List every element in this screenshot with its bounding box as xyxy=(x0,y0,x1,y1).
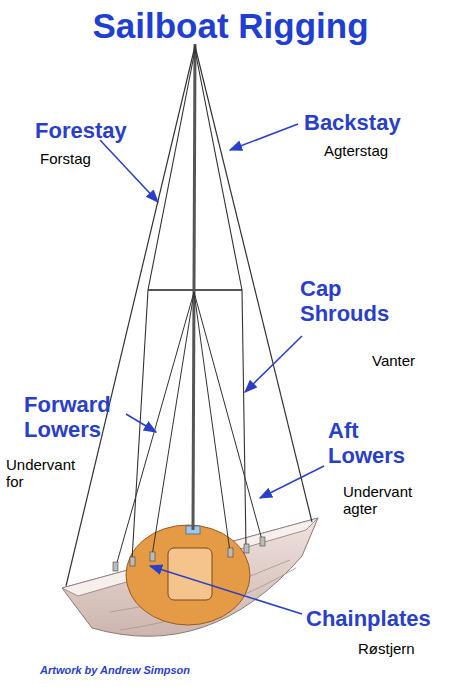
leader-arrow xyxy=(100,140,158,202)
part-name-translation: Agterstag xyxy=(324,142,388,159)
spreader xyxy=(148,289,242,291)
part-name-translation: Forstag xyxy=(40,150,91,167)
part-name: Aft Lowers xyxy=(328,418,418,469)
part-name-translation: Vanter xyxy=(372,352,415,369)
part-name-translation: Undervant for xyxy=(6,456,86,491)
cabin xyxy=(126,525,250,625)
forward-lower-wire xyxy=(152,292,194,556)
chainplate xyxy=(228,548,233,557)
part-name: Backstay xyxy=(304,110,401,135)
part-name-translation: Røstjern xyxy=(358,640,415,657)
leader-arrow xyxy=(150,566,302,614)
part-name: Forward Lowers xyxy=(24,392,134,443)
forward-lower-wire xyxy=(116,292,194,566)
part-name-translation: Undervant agter xyxy=(343,483,443,518)
chainplate xyxy=(113,562,118,571)
chainplate xyxy=(260,537,265,546)
cap-shroud-wire xyxy=(132,50,195,560)
chainplate xyxy=(130,557,135,566)
backstay-wire xyxy=(195,46,312,522)
part-name: Chainplates xyxy=(306,606,431,631)
aft-lower-wire xyxy=(194,292,230,552)
part-name: Cap Shrouds xyxy=(300,276,410,327)
aft-lower-wire xyxy=(194,292,262,540)
chainplate xyxy=(244,544,249,553)
part-name: Forestay xyxy=(35,118,127,143)
leader-arrow xyxy=(245,336,302,392)
hull xyxy=(62,518,318,636)
leader-arrow xyxy=(260,466,324,498)
leader-arrow xyxy=(230,124,298,150)
leader-arrow xyxy=(126,414,156,432)
cap-shroud-wire xyxy=(195,50,246,548)
mast xyxy=(193,44,195,530)
diagram-title: Sailboat Rigging xyxy=(0,6,461,46)
chainplate xyxy=(150,552,155,561)
artwork-credit: Artwork by Andrew Simpson xyxy=(40,664,190,677)
